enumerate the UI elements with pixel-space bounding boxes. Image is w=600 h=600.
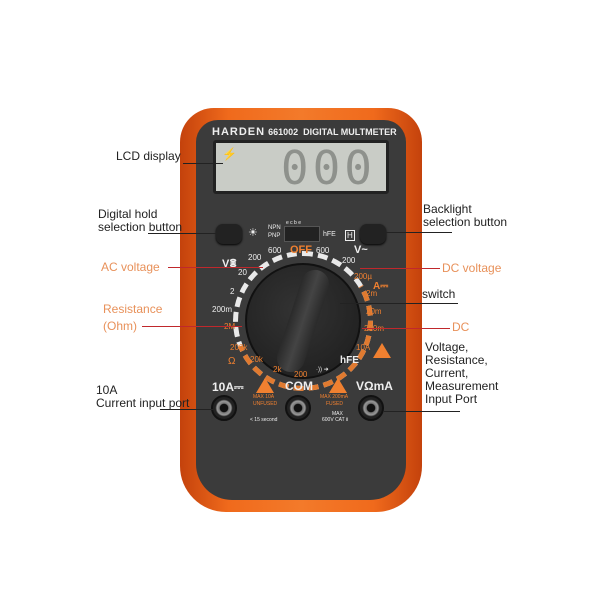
hold-icon: H [345, 230, 355, 241]
annotation-backlight: Backlight [423, 202, 472, 216]
annotation-switch: switch [422, 287, 456, 301]
leader-line [340, 303, 458, 304]
dial-label: A⎓ [373, 281, 389, 292]
dial-label: 200k [230, 343, 248, 352]
hfe-pins-label: e c b e [286, 220, 302, 226]
leader-line [168, 267, 263, 268]
dial-label: ·)) ➜ [316, 367, 329, 373]
annotation-backlight: selection button [423, 215, 508, 229]
warning-icon [373, 343, 391, 358]
dial-label: 20m [366, 307, 382, 316]
pnp-label: PNP [268, 233, 281, 239]
hfe-label: hFE [323, 231, 336, 238]
port-note: FUSED [326, 401, 343, 407]
annotation-v-port: Measurement [425, 379, 499, 393]
annotation-v-port: Current, [425, 366, 469, 380]
hfe-socket[interactable] [284, 226, 320, 242]
dial-label: 20k [250, 355, 263, 364]
annotation-10a-port: 10A [96, 383, 118, 397]
jack-10a[interactable] [211, 395, 237, 421]
device-type: DIGITAL MULTMETER [303, 127, 397, 137]
port-vohm-label: VΩmA [356, 379, 393, 393]
dial-label: V~ [354, 244, 368, 256]
leader-line [360, 268, 440, 269]
leader-line [183, 163, 223, 164]
model-number: 661002 [268, 127, 299, 137]
dial-label: hFE [340, 355, 359, 366]
dial-label: 600 [316, 246, 330, 255]
annotation-10a-port: Current input port [96, 396, 190, 410]
port-note: < 15 second [250, 417, 278, 423]
dial-label: 2 [230, 287, 235, 296]
dial-label: 200 [294, 370, 308, 379]
dial-label: 2m [366, 289, 378, 298]
dial-label: 10A [356, 343, 371, 352]
port-note: MAX 200mA [320, 394, 349, 400]
warning-icon [256, 378, 274, 393]
port-note: UNFUSED [253, 401, 278, 407]
annotation-v-port: Resistance, [425, 353, 488, 367]
leader-line [386, 232, 452, 233]
port-10a-label: 10A⎓ [212, 380, 244, 394]
hold-button[interactable] [216, 224, 242, 244]
dial-label: 200µ [354, 272, 372, 281]
leader-line [384, 411, 460, 412]
annotation-resistance: (Ohm) [103, 319, 137, 333]
backlight-button[interactable] [360, 224, 386, 244]
annotation-v-port: Input Port [425, 392, 478, 406]
port-com-label: COM [285, 379, 313, 393]
annotation-hold: selection button [98, 220, 183, 234]
warning-icon [329, 378, 347, 393]
dial-label: 20 [238, 268, 247, 277]
dial-label: 200 [342, 256, 356, 265]
port-note: 600V CAT Ⅱ [322, 417, 349, 423]
high-voltage-icon: ⚡ [222, 147, 237, 161]
annotation-dc-voltage: DC voltage [442, 261, 502, 275]
annotation-lcd: LCD display [116, 149, 181, 163]
lcd-value: 000 [280, 141, 376, 195]
dial-label: Vⴻ [222, 258, 237, 270]
annotation-hold: Digital hold [98, 207, 158, 221]
lcd-display: ⚡ 000 [213, 140, 389, 195]
brand-name: HARDEN [212, 126, 266, 138]
leader-line [148, 233, 218, 234]
dial-label: Ω [228, 356, 236, 367]
dial-label: 600 [268, 246, 282, 255]
jack-com[interactable] [285, 395, 311, 421]
dial-off: OFF [290, 244, 312, 256]
jack-vohm-ma[interactable] [358, 395, 384, 421]
leader-line [362, 328, 450, 329]
annotation-dc: DC [452, 320, 470, 334]
port-note: MAX [332, 411, 343, 417]
leader-line [142, 326, 242, 327]
backlight-icon: ☀ [248, 227, 258, 239]
annotation-ac-voltage: AC voltage [101, 260, 160, 274]
port-note: MAX 10A [253, 394, 275, 400]
leader-line [160, 409, 215, 410]
annotation-v-port: Voltage, [425, 340, 469, 354]
annotation-resistance: Resistance [103, 302, 163, 316]
npn-label: NPN [268, 225, 281, 231]
dial-label: 200 [248, 253, 262, 262]
dial-label: 2k [273, 365, 282, 374]
dial-label: 200m [212, 305, 233, 314]
